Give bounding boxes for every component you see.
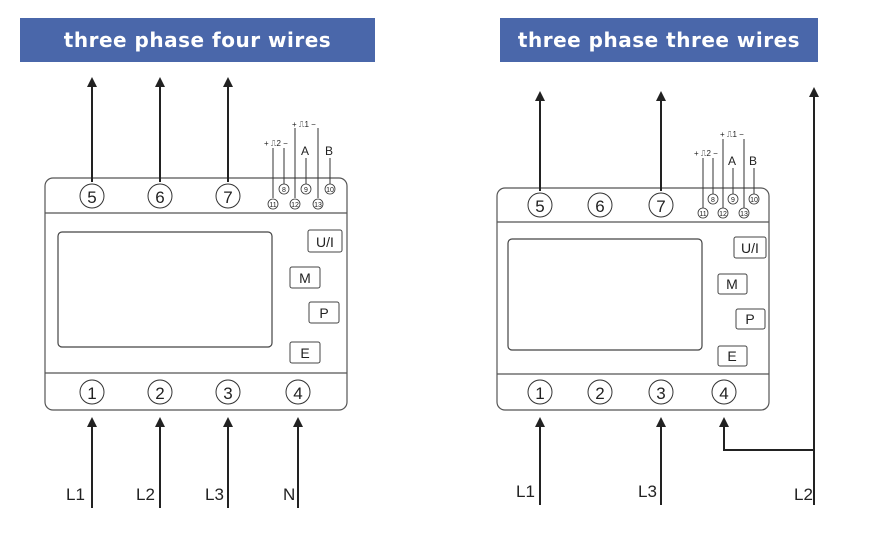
- display-screen: [57, 231, 273, 348]
- svg-text:2: 2: [155, 384, 164, 403]
- line-label-l2: L2: [136, 485, 155, 504]
- button-m[interactable]: M: [289, 266, 321, 289]
- title-banner-four-wires: three phase four wires: [20, 18, 375, 62]
- terminal-9: 9: [304, 187, 308, 194]
- title-text: three phase three wires: [517, 28, 801, 52]
- button-e[interactable]: E: [717, 345, 748, 367]
- line-label-l3: L3: [638, 482, 657, 501]
- svg-text:M: M: [726, 276, 738, 292]
- terminal-9: 9: [731, 197, 735, 204]
- terminal-11: 11: [269, 202, 276, 209]
- terminal-3: 3: [215, 379, 241, 405]
- wires-left: [87, 77, 303, 508]
- pulse-1-label: + ⎍1 −: [720, 130, 744, 139]
- svg-text:6: 6: [595, 197, 604, 216]
- button-ui[interactable]: U/I: [733, 236, 767, 259]
- label-a: A: [728, 154, 736, 168]
- terminal-1: 1: [79, 379, 105, 405]
- svg-text:E: E: [727, 348, 736, 364]
- terminal-12: 12: [291, 202, 299, 209]
- title-text: three phase four wires: [63, 28, 332, 52]
- terminal-8: 8: [711, 197, 715, 204]
- svg-text:2: 2: [595, 384, 604, 403]
- terminal-3: 3: [648, 379, 674, 405]
- line-label-l1: L1: [516, 482, 535, 501]
- svg-text:4: 4: [719, 384, 728, 403]
- svg-text:M: M: [299, 270, 311, 286]
- terminal-10: 10: [326, 187, 334, 194]
- svg-text:7: 7: [656, 197, 665, 216]
- terminal-2: 2: [147, 379, 173, 405]
- svg-text:P: P: [745, 311, 754, 327]
- svg-text:1: 1: [535, 384, 544, 403]
- label-b: B: [325, 144, 333, 158]
- terminal-4: 4: [285, 379, 311, 405]
- svg-text:7: 7: [223, 188, 232, 207]
- terminal-13: 13: [740, 211, 748, 218]
- button-p[interactable]: P: [735, 308, 766, 330]
- label-a: A: [301, 144, 309, 158]
- pulse-2-label: + ⎍2 −: [264, 139, 288, 148]
- display-screen: [507, 238, 703, 351]
- terminal-1: 1: [527, 379, 553, 405]
- terminal-7: 7: [648, 192, 674, 218]
- button-p[interactable]: P: [308, 301, 340, 324]
- terminal-6: 6: [147, 183, 173, 209]
- button-ui[interactable]: U/I: [307, 229, 343, 253]
- svg-text:5: 5: [535, 197, 544, 216]
- svg-text:U/I: U/I: [316, 234, 334, 250]
- meter-four-wires: 5 6 7 1 2 3 4 U/I M P E 8 9 10 11 12 13 …: [44, 120, 348, 411]
- terminal-6: 6: [587, 192, 613, 218]
- line-label-n: N: [283, 485, 295, 504]
- pulse-2-label: + ⎍2 −: [694, 149, 718, 158]
- svg-text:1: 1: [87, 384, 96, 403]
- terminal-13: 13: [314, 202, 322, 209]
- line-label-l3: L3: [205, 485, 224, 504]
- svg-text:6: 6: [155, 188, 164, 207]
- terminal-12: 12: [719, 211, 727, 218]
- svg-text:5: 5: [87, 188, 96, 207]
- svg-text:E: E: [300, 345, 309, 361]
- svg-text:U/I: U/I: [741, 240, 759, 256]
- terminal-11: 11: [699, 211, 706, 218]
- button-m[interactable]: M: [717, 273, 748, 295]
- terminal-10: 10: [750, 197, 758, 204]
- terminal-4: 4: [711, 379, 737, 405]
- pulse-terminals: 8 9 10 11 12 13 + ⎍2 − + ⎍1 − A B: [694, 130, 760, 219]
- svg-text:P: P: [319, 305, 328, 321]
- terminal-2: 2: [587, 379, 613, 405]
- pulse-1-label: + ⎍1 −: [292, 120, 316, 129]
- terminal-8: 8: [282, 187, 286, 194]
- terminal-5: 5: [79, 183, 105, 209]
- terminal-7: 7: [215, 183, 241, 209]
- svg-text:3: 3: [656, 384, 665, 403]
- pulse-terminals: 8 9 10 11 12 13 + ⎍2 − + ⎍1 − A B: [264, 120, 336, 210]
- line-label-l1: L1: [66, 485, 85, 504]
- svg-text:4: 4: [293, 384, 302, 403]
- button-e[interactable]: E: [289, 341, 321, 364]
- svg-text:3: 3: [223, 384, 232, 403]
- terminal-5: 5: [527, 192, 553, 218]
- wires-right: [535, 87, 819, 505]
- title-banner-three-wires: three phase three wires: [500, 18, 818, 62]
- meter-three-wires: 5 6 7 1 2 3 4 U/I M P E 8 9 10 11 12 13 …: [496, 130, 770, 411]
- label-b: B: [749, 154, 757, 168]
- line-label-l2: L2: [794, 485, 813, 504]
